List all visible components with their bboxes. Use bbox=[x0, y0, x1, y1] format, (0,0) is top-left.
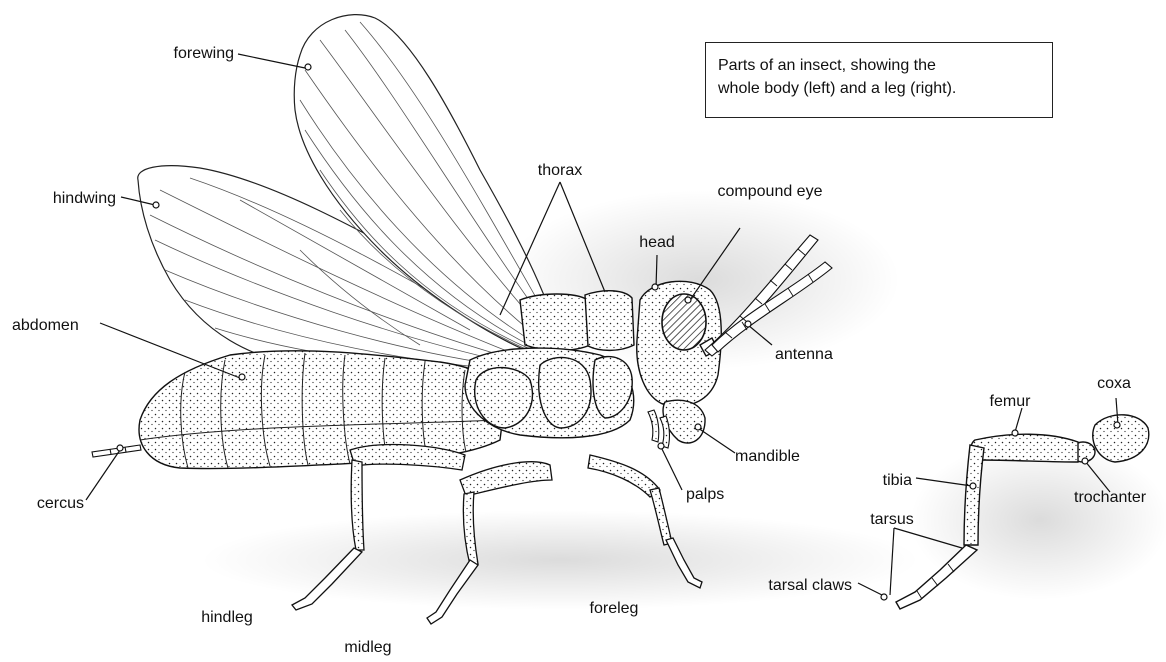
label-coxa: coxa bbox=[1097, 375, 1131, 392]
label-mandible: mandible bbox=[735, 448, 800, 465]
label-compound-eye: compound eye bbox=[718, 183, 823, 200]
head-shape bbox=[637, 281, 722, 443]
label-forewing: forewing bbox=[174, 45, 234, 62]
caption-line-2: whole body (left) and a leg (right). bbox=[718, 77, 1040, 100]
caption-line-1: Parts of an insect, showing the bbox=[718, 54, 1040, 77]
label-femur: femur bbox=[990, 393, 1032, 410]
label-abdomen: abdomen bbox=[12, 317, 79, 334]
palps-shape bbox=[648, 410, 669, 448]
label-foreleg: foreleg bbox=[590, 600, 639, 617]
label-head: head bbox=[639, 234, 675, 251]
label-hindleg: hindleg bbox=[201, 609, 253, 626]
label-cercus: cercus bbox=[37, 495, 84, 512]
label-palps: palps bbox=[686, 486, 724, 503]
label-tarsus: tarsus bbox=[870, 511, 914, 528]
label-hindwing: hindwing bbox=[53, 190, 116, 207]
caption-box: Parts of an insect, showing the whole bo… bbox=[705, 42, 1053, 118]
label-antenna: antenna bbox=[775, 346, 833, 363]
label-tibia: tibia bbox=[883, 472, 912, 489]
label-trochanter: trochanter bbox=[1074, 489, 1147, 506]
label-thorax: thorax bbox=[538, 162, 582, 179]
label-tarsal-claws: tarsal claws bbox=[768, 577, 852, 594]
label-midleg: midleg bbox=[344, 639, 391, 656]
